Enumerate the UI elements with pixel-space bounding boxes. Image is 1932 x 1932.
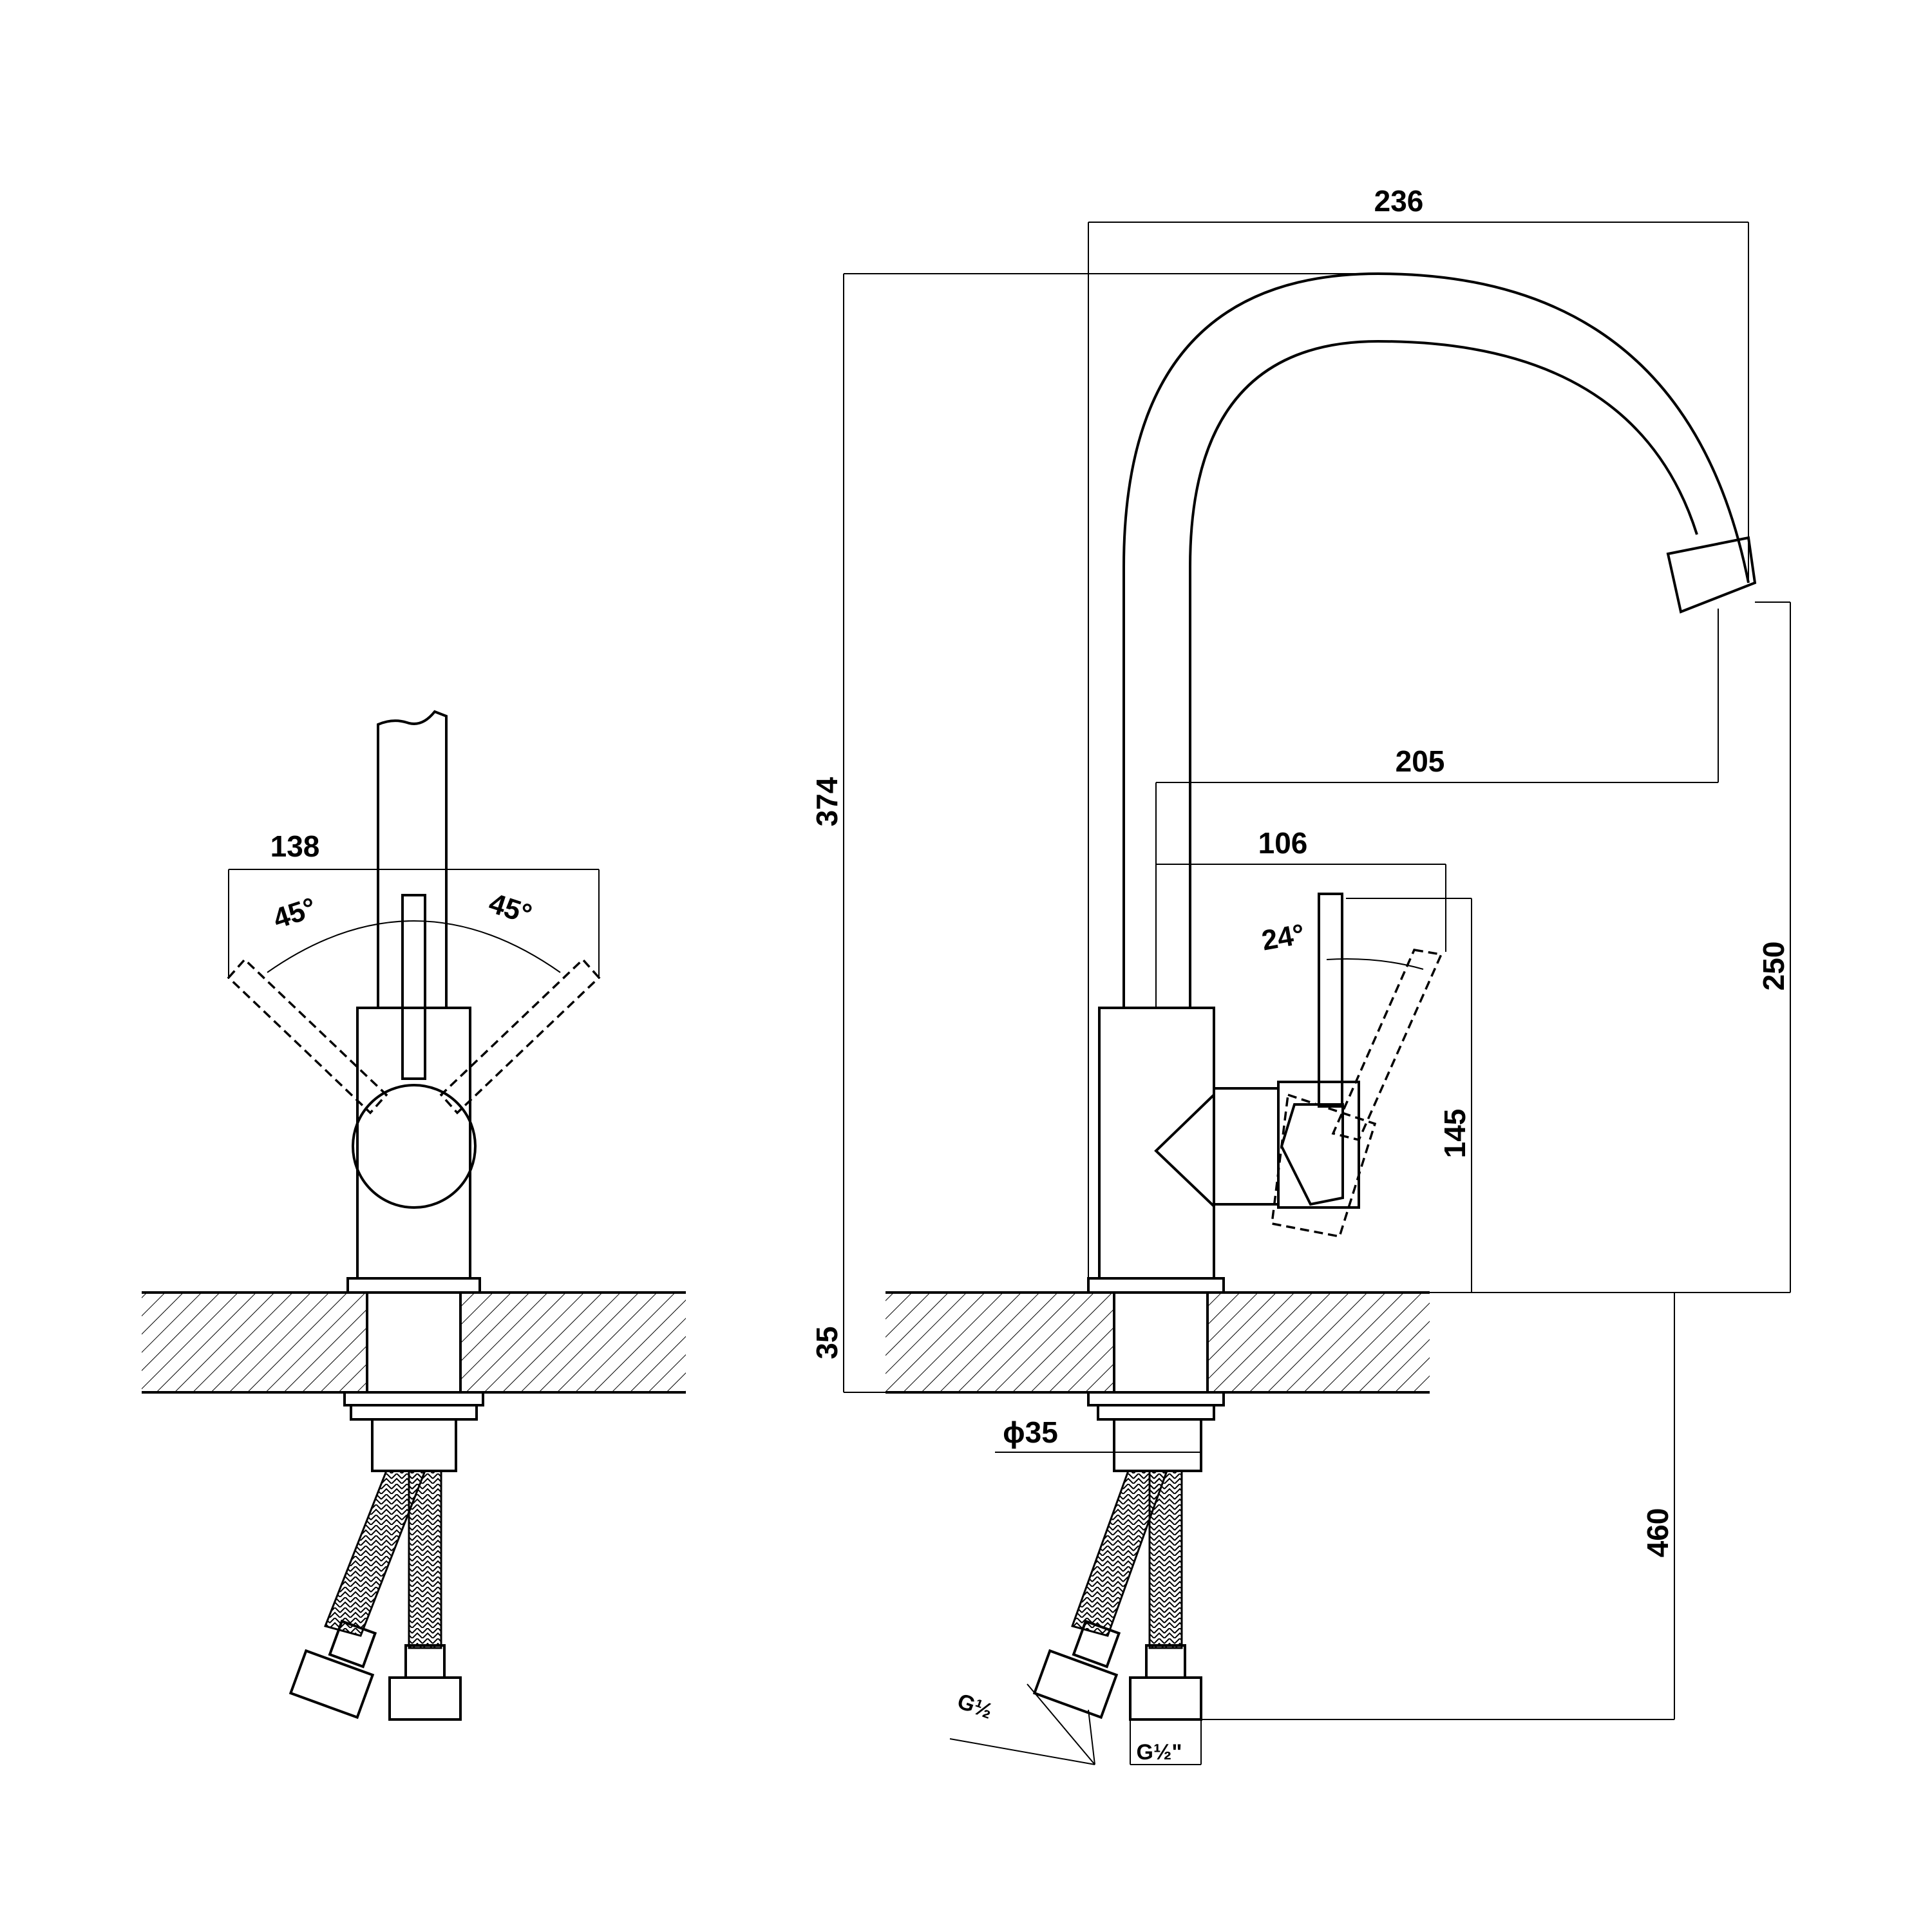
dim-145-label: 145 xyxy=(1438,1109,1472,1159)
front-dimension-width: 138 xyxy=(228,829,600,979)
front-handle xyxy=(401,894,426,1080)
dim-460-label: 460 xyxy=(1641,1508,1674,1558)
dim-phi35: ϕ35 xyxy=(995,1416,1202,1457)
front-cartridge xyxy=(352,1084,477,1209)
dim-phi35-label: ϕ35 xyxy=(1003,1416,1058,1449)
dim-236: 236 xyxy=(1088,184,1749,1278)
front-hoses xyxy=(289,1470,462,1721)
dim-460: 460 xyxy=(1201,1292,1675,1720)
dim-205: 205 xyxy=(1155,609,1719,1008)
dim-145: 145 xyxy=(1346,898,1472,1293)
side-hoses xyxy=(1032,1470,1202,1721)
thread-left-label: G½ xyxy=(954,1689,996,1723)
front-handle-right-ghost xyxy=(439,958,601,1115)
dim-138-label: 138 xyxy=(270,829,320,863)
front-handle-left-ghost xyxy=(227,958,388,1115)
side-handle xyxy=(1154,893,1443,1238)
dim-35-label: 35 xyxy=(810,1326,844,1359)
dim-250-label: 250 xyxy=(1757,942,1790,991)
side-shank xyxy=(1087,1391,1225,1472)
side-body xyxy=(1098,1007,1215,1280)
dim-106-label: 106 xyxy=(1258,826,1308,860)
dim-374-label: 374 xyxy=(810,777,844,826)
front-shank xyxy=(343,1391,484,1472)
angle-right-label: 45° xyxy=(485,887,535,931)
front-base-plate xyxy=(346,1277,481,1294)
dim-35: 35 xyxy=(810,1293,886,1393)
front-body xyxy=(227,710,601,1280)
side-countertop xyxy=(886,1291,1430,1394)
dim-thread-right: G½" xyxy=(1130,1719,1202,1765)
side-base-plate xyxy=(1087,1277,1225,1294)
dim-106: 106 xyxy=(1156,826,1446,952)
angle-left-label: 45° xyxy=(269,892,319,935)
dim-thread-left: G½ xyxy=(949,1683,1095,1765)
side-view: 236 374 35 250 205 106 24° xyxy=(810,184,1791,1765)
dim-236-label: 236 xyxy=(1374,184,1424,218)
dim-374: 374 xyxy=(810,273,1385,1293)
front-view: 138 45° 45° xyxy=(142,710,686,1721)
dim-205-label: 205 xyxy=(1396,744,1445,778)
front-countertop xyxy=(142,1291,686,1394)
lever-angle-label: 24° xyxy=(1259,918,1307,957)
dim-250: 250 xyxy=(1430,601,1791,1293)
thread-right-label: G½" xyxy=(1137,1740,1182,1765)
